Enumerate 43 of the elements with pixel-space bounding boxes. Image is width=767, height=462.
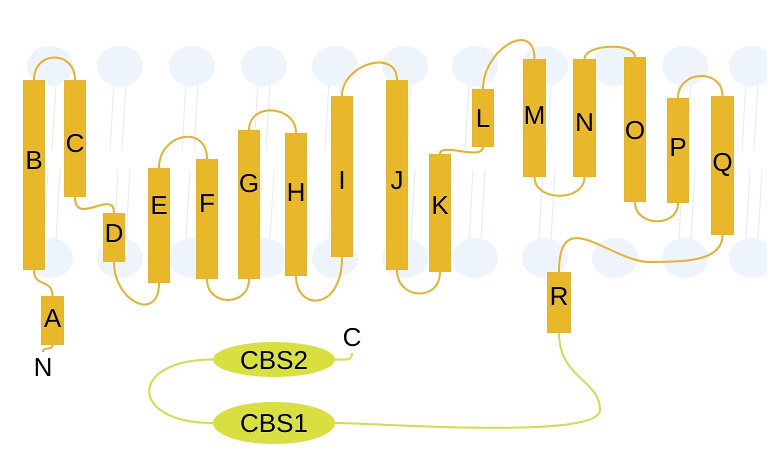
terminus-label: N — [31, 352, 55, 382]
loop-line — [206, 278, 250, 301]
loop-line — [396, 270, 441, 294]
helix-bar: D — [103, 213, 125, 262]
domain-ellipse: CBS1 — [213, 402, 335, 444]
helix-bar: P — [667, 98, 689, 203]
domain-ellipse: CBS2 — [213, 342, 335, 377]
helix-bar: F — [196, 159, 218, 279]
helix-bar: O — [624, 57, 646, 202]
loop-line — [113, 262, 160, 306]
helix-bar: K — [429, 154, 451, 272]
loop-line — [74, 196, 115, 214]
helix-bar: N — [573, 59, 596, 177]
helix-bar: H — [285, 133, 307, 276]
loop-line — [33, 56, 76, 80]
helix-bar: C — [64, 80, 86, 197]
loop-line — [439, 146, 484, 154]
loop-line — [341, 62, 398, 96]
loop-line — [248, 110, 297, 134]
helix-bar: Q — [711, 96, 734, 235]
loop-line — [42, 344, 54, 352]
helix-bar: G — [238, 130, 260, 279]
helix-bar: I — [331, 96, 353, 257]
loop-line — [148, 358, 214, 424]
helix-bar: A — [41, 296, 64, 345]
terminus-label: C — [340, 321, 364, 353]
loop-line — [634, 202, 679, 222]
loop-line — [677, 75, 724, 98]
loop-line — [295, 256, 343, 302]
helix-bar: L — [472, 89, 494, 147]
helix-bar: E — [148, 168, 170, 283]
loop-line — [534, 176, 586, 197]
loop-line — [584, 46, 636, 60]
helix-bar: B — [23, 80, 45, 270]
helix-bar: J — [386, 80, 408, 270]
helix-bar: M — [523, 59, 546, 177]
loop-line — [482, 39, 536, 90]
loop-line — [558, 234, 724, 272]
loop-line — [158, 136, 208, 168]
loop-line — [33, 270, 54, 296]
helix-bar: R — [547, 272, 571, 333]
loop-line — [334, 332, 601, 429]
loop-line — [335, 352, 353, 361]
